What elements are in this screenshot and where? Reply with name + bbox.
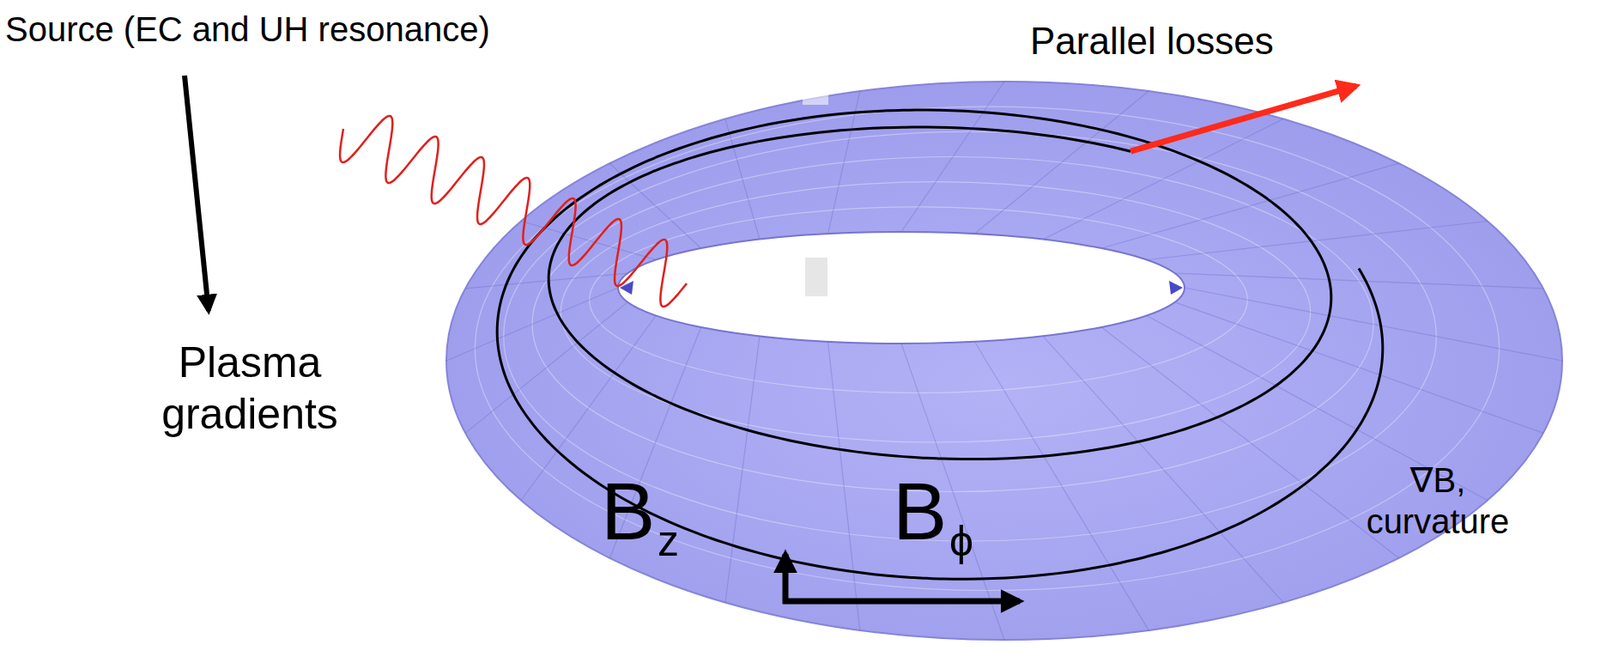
grid-meridian [1101, 163, 1399, 249]
field-symbol: B [600, 470, 655, 552]
grid-meridian [521, 221, 656, 261]
grid-meridian [465, 302, 628, 433]
field-subscript: z [657, 515, 679, 567]
central-column [802, 53, 829, 105]
grid-meridian [1146, 221, 1488, 261]
wave-path [339, 115, 687, 307]
torus-body [446, 81, 1563, 640]
grid-meridian [465, 272, 628, 289]
field-line [496, 109, 1383, 579]
drift-label: ∇B, curvature [1339, 459, 1537, 542]
microwave-source [339, 115, 687, 307]
grid-meridian [828, 341, 861, 631]
central-column [805, 257, 828, 297]
field-line-path [496, 109, 1383, 579]
grid-meridian [1042, 335, 1284, 602]
grid-meridian [1042, 119, 1284, 240]
loss-arrow [1130, 85, 1357, 152]
grid-meridian [609, 163, 701, 249]
field-subscript: ϕ [949, 515, 974, 567]
torus-grid [446, 81, 1563, 640]
coil-mark [1169, 280, 1183, 295]
gradient-label: Plasma gradients [133, 336, 366, 440]
grid-ring [474, 106, 1499, 590]
bphi-vector [782, 598, 1020, 605]
torus-hole [618, 231, 1185, 344]
grid-meridian [1175, 272, 1544, 289]
grid-meridian [901, 81, 1005, 232]
grid-meridian [725, 335, 760, 602]
grid-meridian [1175, 302, 1544, 433]
bz-vector [782, 553, 789, 604]
grid-meridian [725, 119, 760, 240]
field-symbol: B [892, 470, 947, 552]
grid-meridian [1101, 327, 1399, 558]
gradient-arrow [184, 75, 209, 311]
source-label: Source (EC and UH resonance) [5, 8, 491, 50]
loss-label: Parallel losses [1030, 18, 1274, 65]
grid-meridian [446, 287, 619, 361]
grid-meridian [974, 341, 1149, 631]
